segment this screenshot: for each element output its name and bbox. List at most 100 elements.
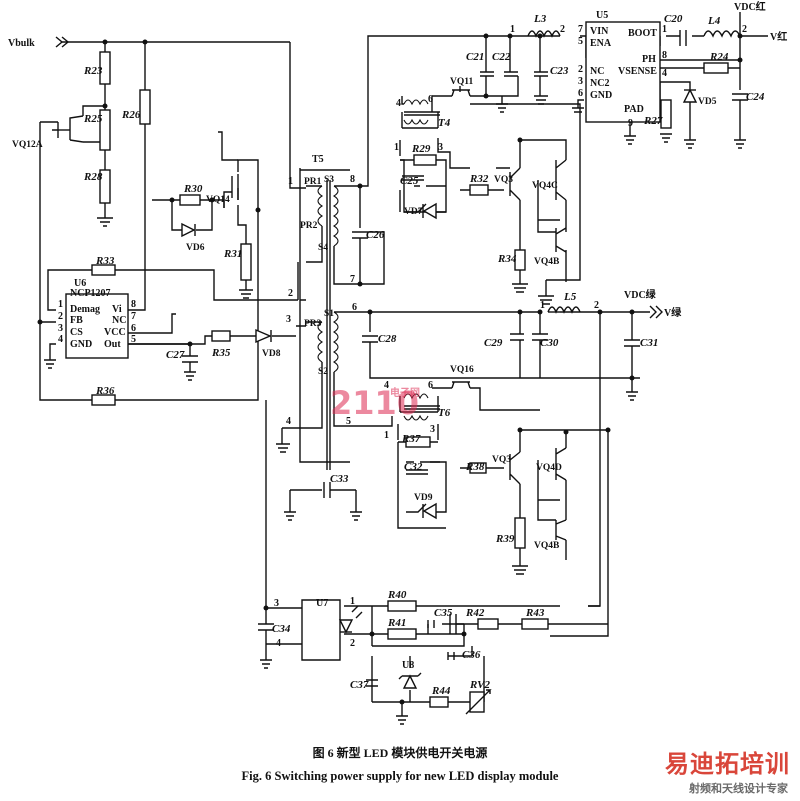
label-c24: C24 [746, 91, 765, 103]
label-c25: C25 [400, 175, 419, 187]
inductor-l4 [703, 30, 741, 38]
l5-num-2: 2 [594, 300, 599, 311]
u7-num-3: 3 [274, 598, 279, 609]
label-r36: R36 [95, 385, 115, 397]
zener-u8 [402, 674, 418, 689]
u5-num-2: 2 [578, 64, 583, 75]
t5-s1: S1 [324, 309, 334, 319]
u8-ref: U8 [402, 660, 414, 671]
label-vq12a: VQ12A [12, 140, 43, 150]
inductor-l3 [527, 30, 561, 38]
u5-pin-ena: ENA [590, 38, 612, 49]
diodes [181, 88, 698, 689]
label-vd7: VD7 [404, 207, 423, 217]
transformer-t6 [403, 393, 440, 421]
resistor-r26 [139, 89, 151, 125]
t5-pin-6: 6 [352, 302, 357, 313]
label-r24: R24 [709, 51, 729, 63]
label-r40: R40 [387, 589, 407, 601]
u5-pin-gnd: GND [590, 90, 612, 101]
u6-pin-demag: Demag [70, 304, 100, 315]
net-vbulk: Vbulk [8, 38, 35, 49]
label-r44: R44 [431, 685, 451, 697]
net-v-red: V红 [770, 30, 787, 43]
diode-vd5 [682, 88, 698, 103]
label-vq4b-bottom: VQ4B [534, 541, 560, 551]
u5-num-6: 6 [578, 88, 583, 99]
u5-pin-nc: NC [590, 66, 604, 77]
label-l3: L3 [533, 13, 547, 25]
t4-num-1: 1 [394, 142, 399, 153]
label-vq11: VQ11 [450, 77, 473, 87]
label-r37: R37 [401, 433, 421, 445]
diode-u7-led [338, 619, 354, 634]
resistor-r39 [514, 517, 526, 549]
label-r28: R28 [83, 171, 103, 183]
t6-num-4: 4 [384, 380, 389, 391]
label-r31: R31 [223, 248, 242, 260]
label-c21: C21 [466, 51, 484, 63]
resistor-r23 [99, 51, 111, 85]
label-c37: C37 [350, 679, 369, 691]
u5-num-3: 3 [578, 76, 583, 87]
l5-num-1: 1 [540, 300, 545, 311]
label-vq4d: VQ4D [536, 463, 562, 473]
label-r41: R41 [387, 617, 406, 629]
resistor-r31 [240, 243, 252, 281]
junction-dots [37, 33, 743, 705]
label-r25: R25 [83, 113, 103, 125]
net-v-green: V绿 [664, 306, 682, 319]
label-c33: C33 [330, 473, 349, 485]
label-t6: T6 [438, 407, 451, 419]
label-r39: R39 [495, 533, 515, 545]
t5-pin-8: 8 [350, 174, 355, 185]
label-c26: C26 [366, 229, 385, 241]
label-vq14: VQ14 [206, 195, 230, 205]
u6-part: NCP1207 [70, 288, 111, 299]
resistor-r43 [521, 618, 549, 630]
label-c23: C23 [550, 65, 569, 77]
resistor-r25 [99, 109, 111, 151]
u5-num-8: 8 [662, 50, 667, 61]
u6-pin-fb: FB [70, 315, 83, 326]
l3-num-1: 1 [510, 24, 515, 35]
u5-pin-vsense: VSENSE [618, 66, 657, 77]
label-c35: C35 [434, 607, 453, 619]
watermark-brand: 易迪拓培训 [665, 750, 790, 778]
label-vq3-bottom: VQ3 [492, 455, 511, 465]
t5-s4: S4 [318, 243, 328, 253]
label-r43: R43 [525, 607, 545, 619]
label-rv2: RV2 [469, 679, 490, 691]
transistors [52, 89, 567, 541]
resistor-r28 [99, 169, 111, 204]
resistor-r29 [413, 154, 437, 166]
resistor-r34 [514, 249, 526, 271]
potentiometer-rv2 [469, 691, 485, 713]
net-vdc-red: VDC红 [734, 0, 766, 13]
u5-num-7: 7 [578, 24, 583, 35]
u5-pin-nc2: NC2 [590, 78, 609, 89]
u6-num-2: 2 [58, 311, 63, 322]
net-labels: Vbulk VDC红 V红 VDC绿 V绿 [8, 0, 787, 319]
label-r35: R35 [211, 347, 231, 359]
u5-num-4: 4 [662, 68, 667, 79]
watermark-small: 电子网 [390, 388, 420, 399]
label-vd9: VD9 [414, 493, 433, 503]
label-c22: C22 [492, 51, 511, 63]
wires [39, 12, 768, 725]
diode-vd9 [422, 502, 437, 520]
u6-pin-vi: Vi [112, 304, 122, 315]
diode-vd7 [422, 202, 437, 220]
watermark-2110: 2110 [330, 384, 420, 422]
u6-pin-cs: CS [70, 327, 83, 338]
resistor-r35 [211, 330, 231, 342]
label-vd8: VD8 [262, 349, 281, 359]
resistor-r36 [91, 394, 116, 406]
label-r23: R23 [83, 65, 103, 77]
u5-pin-pad: PAD [624, 104, 644, 115]
label-vq4b-top: VQ4B [534, 257, 560, 267]
t5-pr3: PR3 [304, 319, 322, 329]
u5-num-9: 9 [628, 118, 633, 129]
u6-pin-out: Out [104, 339, 121, 350]
resistor-r27 [660, 99, 672, 129]
